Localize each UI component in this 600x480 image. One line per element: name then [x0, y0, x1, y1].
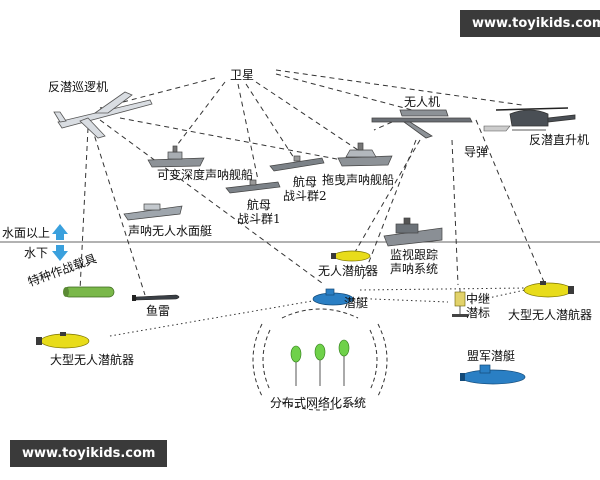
label-torpedo: 鱼雷 — [146, 304, 171, 318]
up-arrow-icon — [52, 224, 68, 240]
uuv-icon — [331, 250, 371, 262]
distributed-network-icon — [252, 308, 388, 411]
towed-sonar-ship-icon — [337, 142, 393, 167]
label-above-water: 水面以上 — [2, 226, 51, 240]
carrier-group-2-line1: 航母 — [292, 175, 317, 189]
large-uuv-left-icon — [36, 332, 90, 349]
relay-buoy-line1: 中继 — [466, 292, 491, 306]
label-relay-buoy: 中继 潜标 — [466, 292, 490, 320]
label-satellite: 卫星 — [230, 68, 255, 82]
down-arrow-icon — [52, 245, 68, 261]
torpedo-icon — [132, 294, 180, 301]
label-distributed-network: 分布式网络化系统 — [270, 396, 367, 410]
sonar-usv-icon — [123, 203, 183, 221]
comm-links — [79, 69, 545, 296]
patrol-aircraft-icon — [53, 91, 153, 139]
special-payload-icon — [63, 286, 115, 298]
vds-ship-icon — [147, 145, 205, 168]
label-large-uuv-right: 大型无人潜航器 — [508, 308, 593, 322]
label-allied-submarine: 盟军潜艇 — [467, 349, 516, 363]
surveillance-platform-icon — [383, 217, 443, 247]
label-below-water: 水下 — [24, 246, 49, 260]
label-uav: 无人机 — [404, 95, 441, 109]
label-uuv: 无人潜航器 — [318, 264, 379, 278]
watermark-top: www.toyikids.com — [460, 10, 600, 37]
label-carrier-group-1: 航母 战斗群1 — [237, 198, 281, 226]
surveillance-line2: 声呐系统 — [390, 262, 439, 276]
label-carrier-group-2: 航母 战斗群2 — [283, 175, 327, 203]
label-asw-patrol-aircraft: 反潜巡逻机 — [48, 80, 109, 94]
submarine-icon — [312, 288, 354, 306]
surveillance-line1: 监视跟踪 — [390, 248, 439, 262]
missile-icon — [483, 125, 511, 132]
label-sonar-usv: 声呐无人水面艇 — [128, 224, 213, 238]
watermark-bottom: www.toyikids.com — [10, 440, 168, 467]
uav-icon — [371, 109, 473, 139]
label-surveillance-system: 监视跟踪 声呐系统 — [390, 248, 438, 276]
acoustic-links — [109, 287, 526, 337]
label-asw-helicopter: 反潜直升机 — [529, 133, 590, 147]
label-missile: 导弹 — [464, 145, 489, 159]
carrier-group-2-icon — [269, 155, 325, 172]
helicopter-icon — [495, 107, 576, 131]
label-towed-sonar-ship: 拖曳声呐舰船 — [322, 173, 395, 187]
carrier-group-2-line2: 战斗群2 — [283, 189, 327, 203]
relay-buoy-line2: 潜标 — [466, 306, 491, 320]
large-uuv-right-icon — [523, 281, 574, 298]
allied-submarine-icon — [460, 364, 526, 385]
carrier-group-1-icon — [225, 179, 281, 194]
carrier-group-1-line1: 航母 — [246, 198, 271, 212]
label-submarine: 潜艇 — [344, 296, 369, 310]
carrier-group-1-line2: 战斗群1 — [237, 212, 281, 226]
label-vds-ship: 可变深度声呐舰船 — [157, 168, 254, 182]
relay-buoy-icon — [452, 288, 468, 317]
label-large-uuv-left: 大型无人潜航器 — [50, 353, 135, 367]
